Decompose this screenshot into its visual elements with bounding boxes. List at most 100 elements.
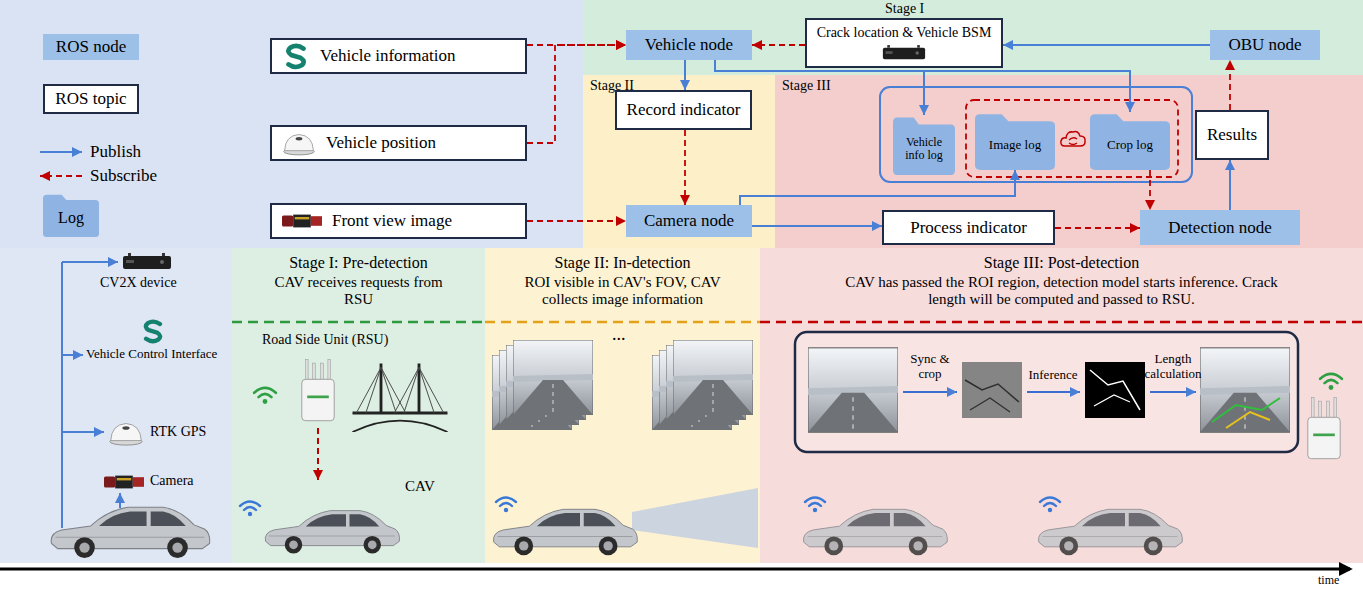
ros-topic-box: Record indicator — [615, 90, 753, 130]
annotation-label: ... — [612, 324, 626, 345]
use-shape — [803, 509, 947, 555]
stage-description: CAV receives requests from RSU — [271, 274, 446, 308]
use-shape — [1200, 348, 1290, 432]
stage2-ground — [583, 75, 775, 248]
annotation-label: Road Side Unit (RSU) — [262, 332, 388, 348]
stage-description: ROI visible in CAV's FOV, CAV collects i… — [520, 274, 725, 308]
annotation-label: CV2X device — [100, 275, 177, 291]
publish-arrow — [1229, 160, 1231, 210]
stage-scene-band: Stage II: In-detectionROI visible in CAV… — [485, 248, 760, 563]
subscribe-arrow — [752, 44, 805, 46]
subscribe-arrow — [684, 130, 686, 205]
vehicle-sensors — [51, 253, 210, 558]
stage-band: Stage IIRecord indicatorCamera node — [583, 75, 775, 248]
node-label: Vehicle node — [645, 35, 733, 55]
stage3-scene — [795, 332, 1342, 555]
use-shape — [240, 502, 260, 517]
legend-text: ROS node — [56, 37, 126, 57]
topic-icon — [282, 213, 322, 229]
topic-label: Record indicator — [627, 100, 741, 120]
legend-line-sample — [37, 168, 85, 184]
legend-line — [40, 175, 82, 177]
cv2x-device-icon-use — [883, 45, 925, 59]
legend-panel — [0, 0, 583, 248]
annotation-label: Length calculation — [1140, 352, 1206, 382]
annotation-label: time — [1318, 574, 1339, 588]
legend-text: ROS topic — [55, 89, 126, 109]
stage-band: Stage IIIVehicle info logImage logCrop l… — [775, 75, 1363, 248]
node-label: Detection node — [1168, 218, 1271, 238]
ros-node-box: OBU node — [1210, 30, 1320, 60]
topic-label: Process indicator — [910, 218, 1027, 238]
publish-arrow — [740, 170, 1015, 205]
ros-topic-box: Crack location & Vehicle BSM — [805, 18, 1003, 68]
ros-topic-box: Results — [1195, 110, 1269, 160]
path-shape — [1069, 143, 1077, 145]
ros-topic-box: Front view image — [270, 203, 527, 239]
log-folder: Vehicle info log — [893, 115, 955, 175]
subscribe-arrow — [527, 220, 626, 222]
green-dash — [232, 321, 485, 324]
use-shape — [808, 348, 898, 432]
use-shape — [254, 388, 276, 404]
path-shape — [62, 354, 83, 356]
stage-band: Stage IVehicle nodeCrack location & Vehi… — [583, 0, 1363, 75]
vehicle-panel — [0, 248, 232, 563]
use-shape — [123, 253, 171, 269]
path-shape — [903, 391, 957, 393]
polyline-shape — [1212, 398, 1280, 422]
annotation-label: Camera — [150, 473, 194, 489]
path-shape — [119, 493, 121, 508]
ros-node-box: Vehicle node — [626, 30, 752, 60]
polyline-shape — [970, 398, 1010, 412]
path-shape — [632, 488, 758, 548]
legend-line-sample — [37, 144, 85, 160]
legend-text: Publish — [90, 142, 141, 162]
log-label: Image log — [989, 138, 1041, 152]
legend-folder-shape-use — [43, 195, 99, 237]
legend-swatch: ROS node — [43, 34, 139, 60]
log-group — [880, 87, 1192, 182]
log-folder: Crop log — [1090, 112, 1170, 170]
polyline-shape — [1090, 370, 1140, 410]
publish-arrow — [752, 225, 882, 227]
stage-scene-band: Stage III: Post-detectionCAV has passed … — [760, 248, 1363, 563]
annotation-label: CAV — [405, 478, 435, 495]
ros-node-box: Detection node — [1140, 210, 1300, 245]
path-shape — [1150, 391, 1196, 393]
topic-icon-use — [282, 215, 322, 228]
polyline-shape — [1226, 412, 1270, 428]
use-shape — [496, 498, 516, 513]
topic-label: Vehicle position — [326, 133, 436, 153]
annotation-label: Sync & crop — [900, 352, 960, 382]
rect-shape — [1085, 362, 1145, 418]
stage3-scene-ground — [760, 248, 1363, 563]
subscribe-arrow — [1149, 170, 1151, 210]
topic-icon-use — [288, 46, 303, 67]
topic-icon — [282, 130, 316, 156]
path-shape — [1069, 138, 1077, 140]
use-shape — [1040, 498, 1060, 513]
use-shape — [104, 476, 144, 489]
publish-arrow — [1003, 44, 1210, 46]
log-group-border — [880, 87, 1192, 182]
ros-node-box: Camera node — [626, 205, 752, 237]
rect-shape — [962, 362, 1022, 418]
log-label: Crop log — [1107, 138, 1153, 152]
annotation-label: RTK GPS — [150, 424, 206, 440]
legend-text: Log — [58, 209, 84, 227]
use-shape — [1308, 398, 1340, 459]
use-shape — [1320, 374, 1342, 390]
topic-icon — [282, 42, 310, 70]
stage2-scene — [492, 340, 758, 555]
stage2-scene-ground — [485, 248, 760, 563]
log-folder: Image log — [975, 112, 1055, 170]
use-shape — [805, 498, 825, 513]
use-shape — [110, 424, 142, 446]
sync-border — [966, 100, 1178, 177]
path-shape — [61, 262, 63, 528]
folder-shape-use — [893, 117, 955, 175]
cv2x-device-icon — [882, 45, 926, 61]
ros-topic-box: Vehicle position — [270, 125, 527, 161]
